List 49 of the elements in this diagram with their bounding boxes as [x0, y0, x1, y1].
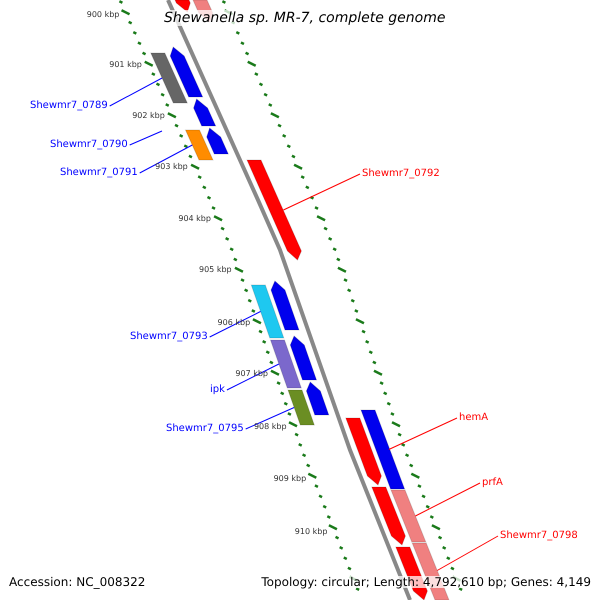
scale-label: 905 kbp [199, 266, 232, 274]
gene-bar [390, 490, 427, 542]
gene-label: hemA [459, 413, 488, 423]
leader-line [209, 311, 261, 338]
scale-label: 906 kbp [218, 319, 250, 327]
gene-label: Shewmr7_0791 [60, 168, 138, 178]
gene-bar [150, 52, 188, 104]
gene-bar [290, 335, 318, 380]
gene-bar [306, 381, 330, 416]
gene-label: Shewmr7_0790 [50, 140, 128, 150]
gene-label: prfA [482, 478, 503, 488]
gene-bar [250, 284, 284, 338]
gene-bar [371, 486, 406, 546]
gene-bar [246, 160, 302, 261]
leader-line [436, 536, 498, 571]
genome-summary-text: Topology: circular; Length: 4,792,610 bp; Genes: 4,149 [261, 576, 591, 588]
leader-line [282, 174, 360, 210]
gene-label: ipk [210, 385, 225, 395]
gene-bar [360, 410, 406, 490]
gene-bar [184, 130, 214, 160]
gene-bar [287, 390, 315, 426]
gene-label: Shewmr7_0792 [362, 169, 440, 179]
gene-bar [270, 340, 302, 388]
leader-line [414, 482, 480, 516]
gene-label: Shewmr7_0798 [500, 531, 578, 541]
gene-bar [345, 418, 382, 486]
scale-label: 908 kbp [254, 423, 287, 431]
scale-label: 909 kbp [274, 475, 306, 483]
gene-bar [193, 98, 216, 126]
scale-label: 903 kbp [155, 163, 188, 171]
gene-label: Shewmr7_0793 [130, 332, 208, 342]
scale-label: 901 kbp [109, 61, 142, 69]
gene-bar [170, 46, 204, 98]
scale-label: 904 kbp [178, 215, 211, 223]
leader-line [109, 78, 163, 106]
gene-label: Shewmr7_0795 [166, 424, 244, 434]
gene-bar [270, 280, 300, 330]
leader-line [245, 407, 295, 430]
accession-text: Accession: NC_008322 [9, 576, 146, 588]
scale-label: 910 kbp [294, 528, 328, 536]
leader-line [226, 364, 280, 390]
diagram-title: Shewanella sp. MR-7, complete genome [162, 10, 448, 26]
gene-label: Shewmr7_0789 [30, 101, 108, 111]
scale-label: 900 kbp [86, 11, 120, 19]
leader-line [139, 144, 193, 174]
gene-bar [174, 0, 191, 13]
scale-label: 902 kbp [132, 112, 165, 120]
gene-bar [206, 127, 230, 154]
leader-line [129, 130, 162, 146]
